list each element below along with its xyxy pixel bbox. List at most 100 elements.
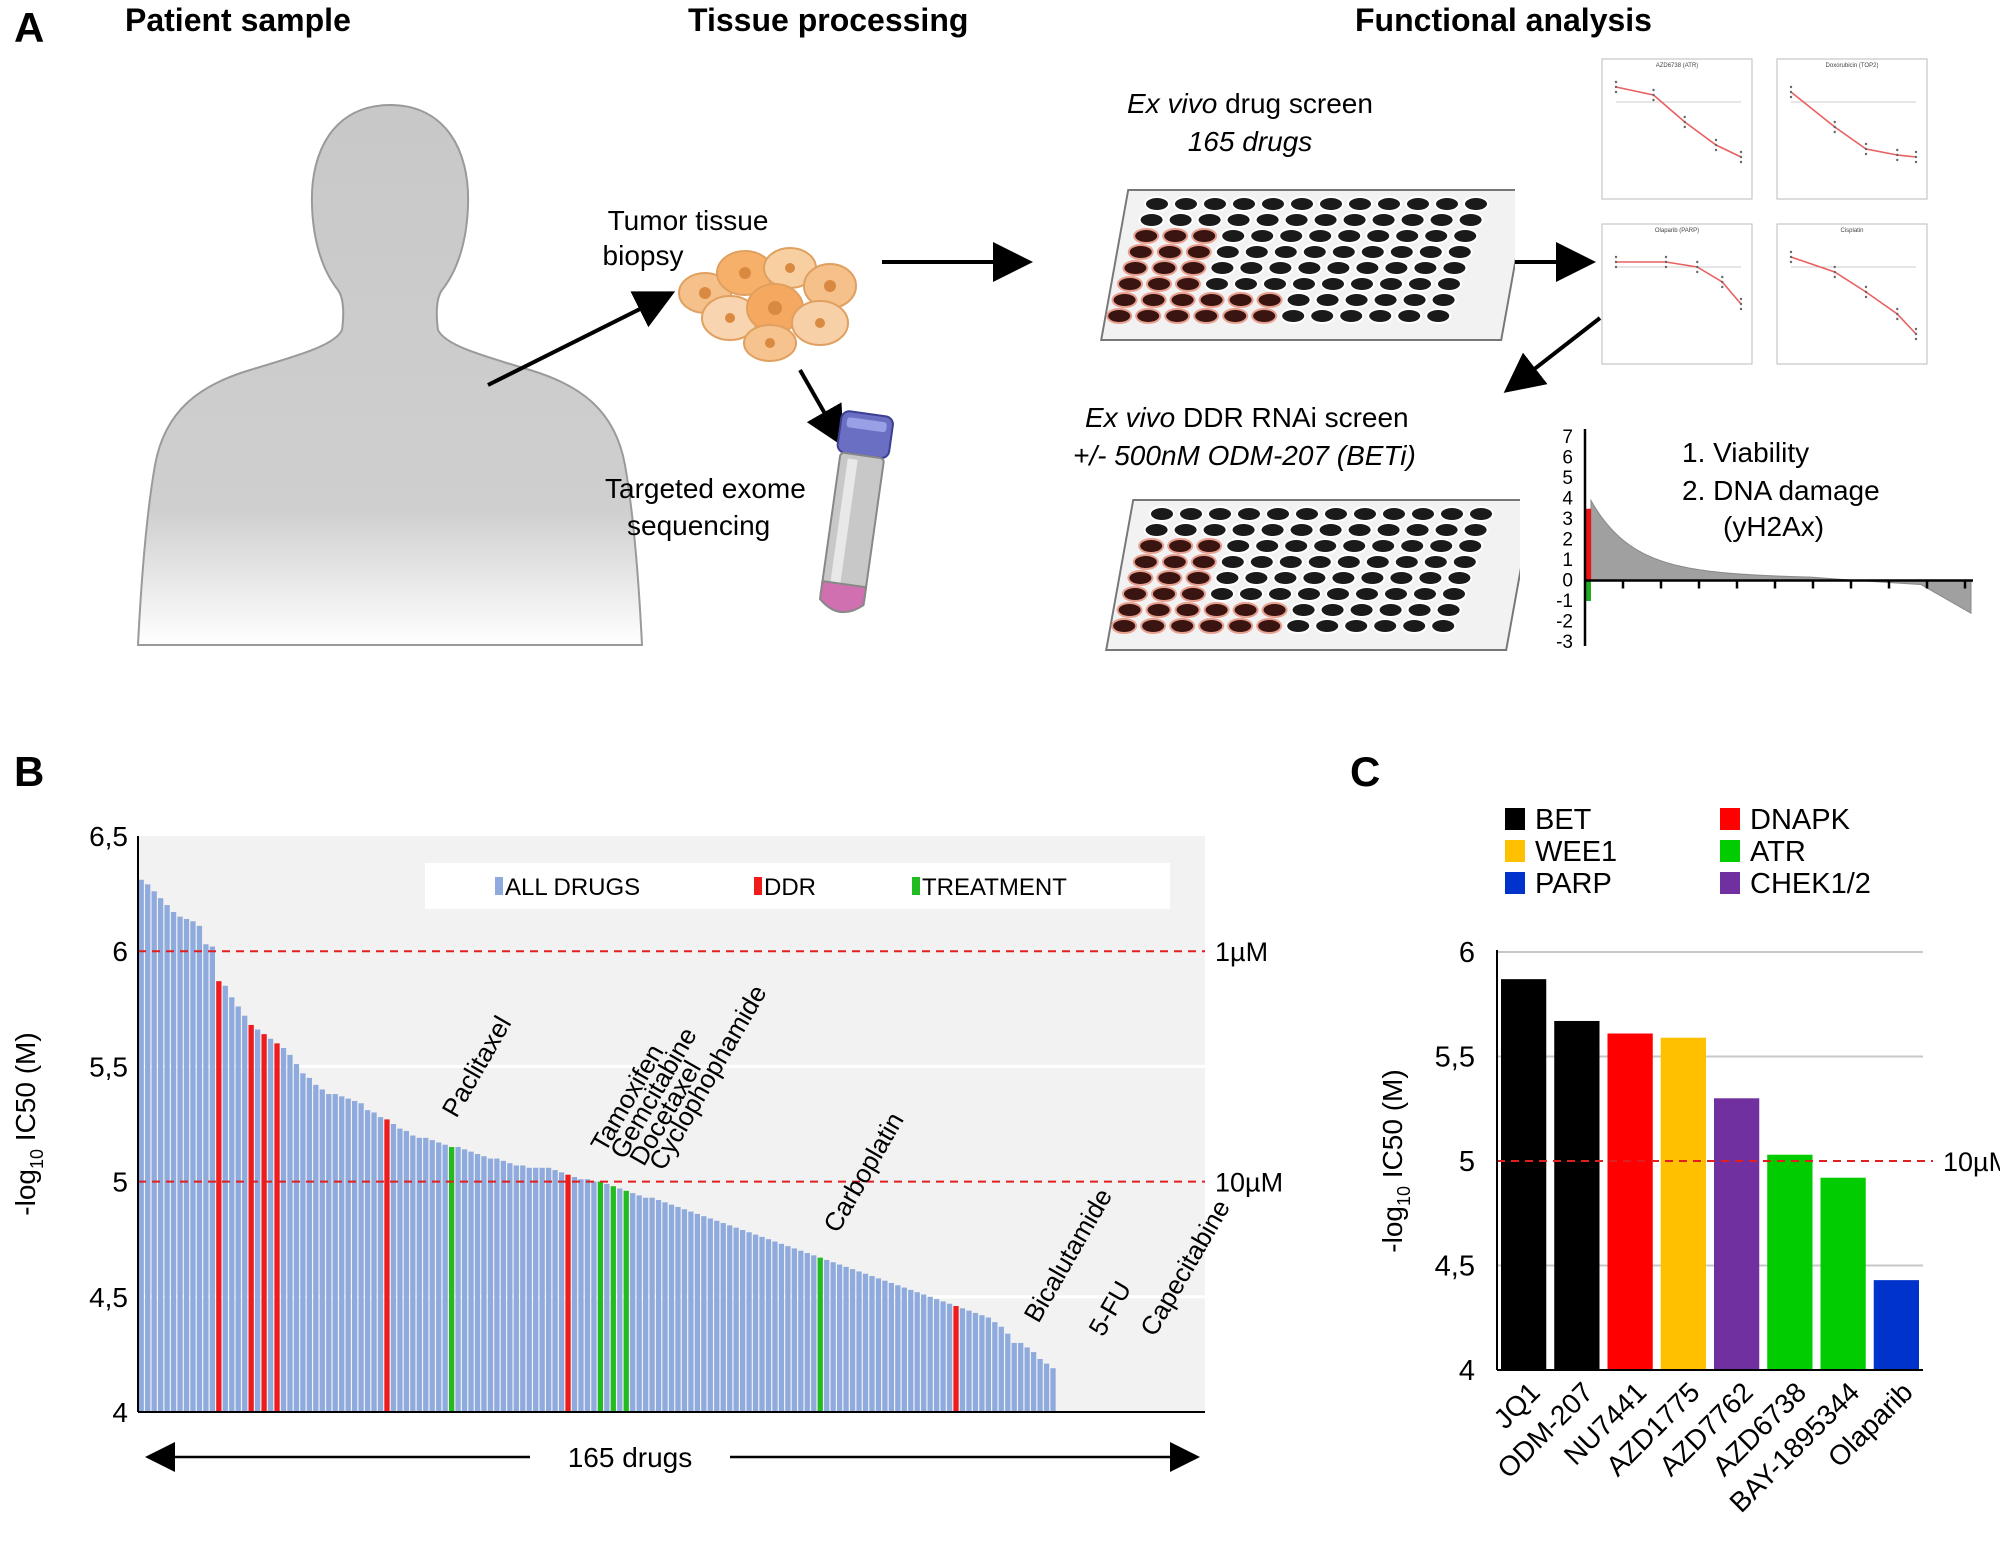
drug-bar <box>610 1186 616 1412</box>
drug-bar <box>849 1269 856 1412</box>
dose-curve-point <box>1614 80 1618 84</box>
drug-bar <box>778 1243 785 1412</box>
plate-well <box>1338 308 1365 324</box>
drug-bar <box>655 1200 662 1412</box>
drug-bar <box>229 997 235 1412</box>
drug-bar <box>222 985 228 1412</box>
plate-well <box>1204 276 1230 292</box>
plate-well <box>1256 618 1283 634</box>
plate-well <box>1314 292 1341 308</box>
y-tick-label-b: 4 <box>112 1397 128 1428</box>
drug-bar <box>190 921 196 1412</box>
dose-curve-point <box>1739 150 1743 154</box>
dose-curve-point <box>1683 120 1686 124</box>
plate-well <box>1383 586 1409 602</box>
dose-curve-point <box>1696 260 1699 264</box>
plate-well <box>1319 602 1346 618</box>
legend-label-b: ALL DRUGS <box>505 874 640 901</box>
plate-well <box>1127 570 1154 586</box>
bar-nu7441 <box>1607 1033 1653 1370</box>
plate-well <box>1132 554 1159 570</box>
plate-well <box>1236 506 1262 522</box>
drug-screen-title: Ex vivo drug screen <box>1060 88 1440 120</box>
plate-well <box>1430 292 1457 308</box>
rnai-screen-title-rest: DDR RNAi screen <box>1175 402 1409 433</box>
plate-well <box>1309 308 1336 324</box>
dose-curve-frame <box>1601 58 1753 200</box>
plate-well <box>1256 292 1283 308</box>
plate-well <box>1359 244 1386 260</box>
dose-curve-point <box>1739 302 1743 306</box>
drug-bar <box>824 1259 830 1412</box>
plate-well <box>1167 538 1194 554</box>
drug-bar <box>138 879 144 1412</box>
drug-bar <box>985 1317 991 1412</box>
plate-well <box>1138 212 1165 228</box>
dose-curve-point <box>1896 158 1899 162</box>
plate-well <box>1410 506 1436 522</box>
drug-screen-plate-icon <box>1100 189 1515 341</box>
plate-well <box>1407 276 1433 292</box>
dose-curve-point <box>1789 90 1793 94</box>
plate-well <box>1140 292 1167 308</box>
legend-swatch-c <box>1505 872 1525 894</box>
plate-well <box>1272 244 1299 260</box>
plate-well <box>1370 212 1397 228</box>
dose-curve-point <box>1739 155 1743 159</box>
mini-chart-tick-label: 1 <box>1562 550 1573 571</box>
drug-bar <box>843 1266 849 1412</box>
drug-bar <box>364 1110 371 1412</box>
drug-bar <box>449 1147 455 1412</box>
plate-well <box>1272 570 1299 586</box>
mini-chart-tick-label: -2 <box>1556 612 1573 633</box>
plate-well <box>1222 308 1249 324</box>
drug-bar <box>429 1140 435 1412</box>
plate-well <box>1209 260 1236 276</box>
section-title-tissue-processing: Tissue processing <box>688 2 969 38</box>
mini-chart-tick-label: 3 <box>1562 509 1573 530</box>
drug-bar <box>668 1204 675 1412</box>
dose-curve-point <box>1833 125 1836 129</box>
plate-well <box>1372 292 1399 308</box>
rnai-screen-title-italic: Ex vivo <box>1085 402 1176 433</box>
plate-well <box>1417 570 1444 586</box>
plate-well <box>1301 244 1328 260</box>
drug-bar <box>442 1144 448 1412</box>
dose-curve-point <box>1914 160 1918 164</box>
drug-bar <box>326 1094 332 1412</box>
y-axis-label-c: -log10 IC50 (M) <box>1377 1069 1414 1252</box>
plate-well <box>1462 522 1489 538</box>
plate-well <box>1149 506 1175 522</box>
drug-bar <box>649 1197 655 1412</box>
drug-bar <box>170 912 177 1412</box>
drug-bar <box>352 1100 358 1412</box>
section-title-functional-analysis: Functional analysis <box>1355 2 1652 38</box>
plate-well <box>1173 196 1199 212</box>
plate-well <box>1435 602 1462 618</box>
dose-curve-frame <box>1776 58 1928 200</box>
drug-bar <box>811 1255 817 1412</box>
drug-bar <box>345 1098 351 1412</box>
drug-bar <box>662 1202 668 1412</box>
drug-bar <box>959 1308 966 1412</box>
dose-curve-point <box>1864 290 1868 294</box>
plate-well <box>1381 506 1407 522</box>
drug-bar <box>630 1193 636 1412</box>
dose-curve-point <box>1714 148 1718 152</box>
drug-bar <box>300 1073 306 1412</box>
plate-well <box>1156 244 1183 260</box>
plate-well <box>1401 618 1428 634</box>
plate-well <box>1167 212 1194 228</box>
bar-azd7762 <box>1713 1098 1760 1370</box>
dose-curve-point <box>1896 307 1899 311</box>
dose-curve-point <box>1833 130 1836 134</box>
drug-bar <box>830 1262 836 1412</box>
drug-bar <box>403 1130 409 1412</box>
reference-line-label-c: 10µM <box>1943 1147 2000 1177</box>
dose-curve-point <box>1789 260 1793 264</box>
drug-bar <box>255 1029 261 1412</box>
dose-curve-point <box>1864 285 1868 289</box>
plate-well <box>1399 538 1426 554</box>
